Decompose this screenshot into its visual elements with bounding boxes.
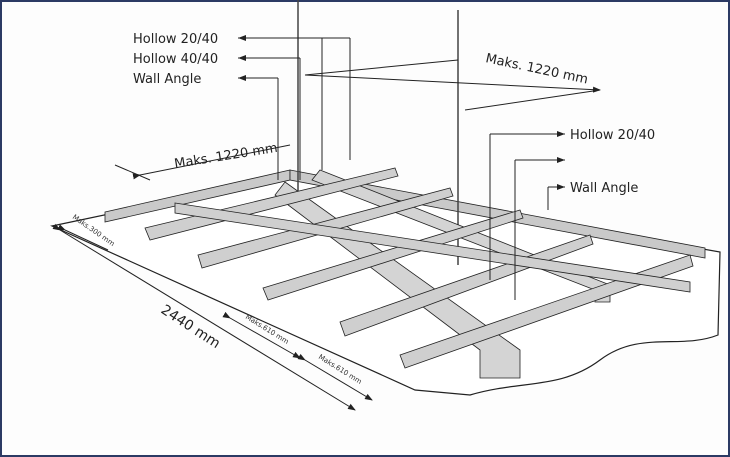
label-wall-angle-left: Wall Angle	[133, 72, 201, 87]
leader-lines	[52, 37, 601, 411]
wall-angle	[104, 169, 706, 259]
label-hollow-40-40: Hollow 40/40	[133, 52, 218, 67]
hanger-rods	[297, 0, 459, 265]
label-maks-1220-top: Maks. 1220 mm	[484, 51, 589, 87]
label-hollow-20-40-right: Hollow 20/40	[570, 128, 655, 143]
label-maks-1220-left: Maks. 1220 mm	[173, 141, 278, 172]
label-wall-angle-right: Wall Angle	[570, 181, 638, 196]
arrowheads	[238, 35, 565, 190]
label-hollow-20-40-top: Hollow 20/40	[133, 32, 218, 47]
